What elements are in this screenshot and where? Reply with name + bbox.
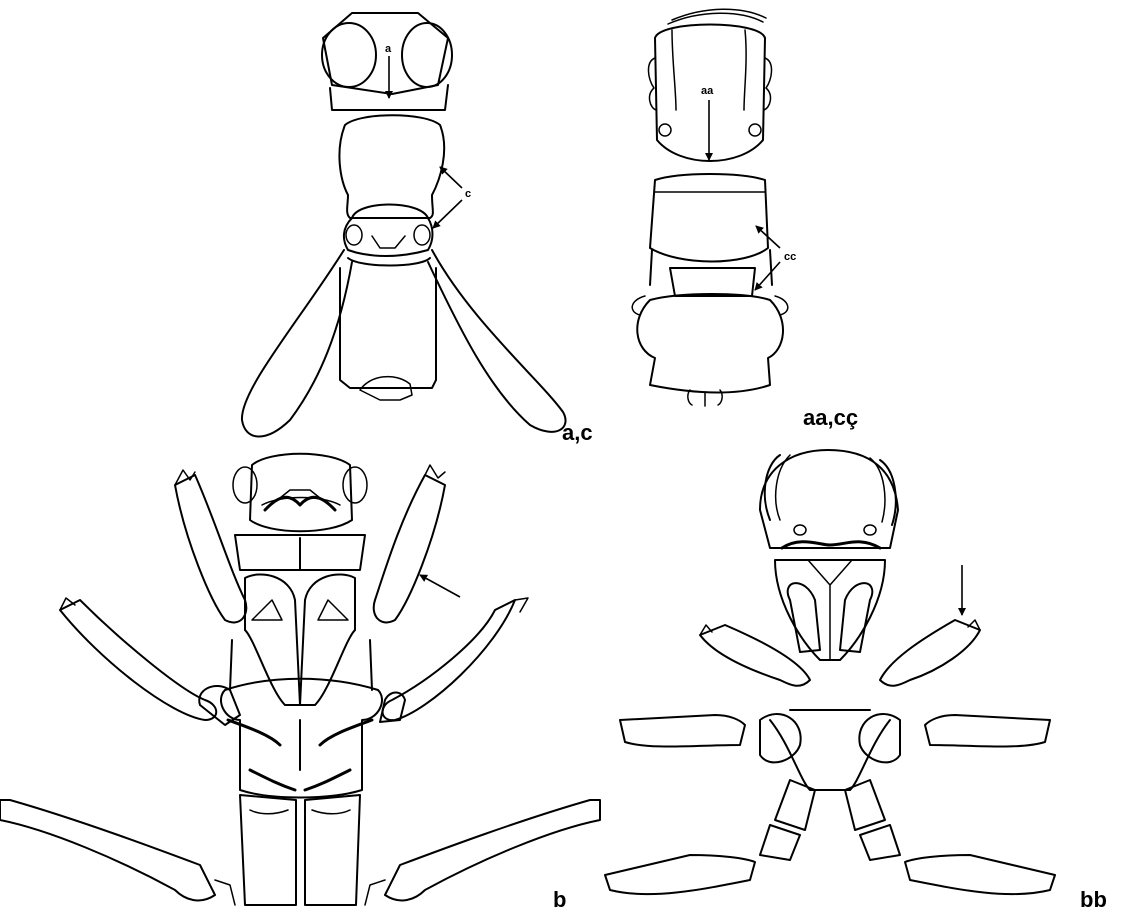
head-ventral-bb: [760, 450, 898, 548]
pointer-label-cc: cc: [784, 251, 796, 263]
panel-label-aa-cc: aa,cç: [803, 405, 858, 430]
thorax-and-wing-pads: [242, 115, 566, 436]
panel-aa-cc: aa cc aa,cç: [632, 9, 858, 430]
pointer-arrow-b: [420, 575, 460, 597]
thorax-larva: [632, 174, 788, 406]
pointer-arrows-a-c: [389, 56, 462, 228]
panel-label-a-c: a,c: [562, 420, 593, 445]
legs-bb: [605, 620, 1055, 894]
panel-a-c: a c a,c: [242, 13, 593, 445]
thorax-ventral: [221, 535, 382, 905]
panel-label-bb: bb: [1080, 887, 1107, 911]
head-capsule: [322, 13, 452, 110]
pointer-label-aa: aa: [701, 85, 714, 97]
pointer-label-a: a: [385, 43, 392, 55]
panel-bb: bb: [605, 450, 1107, 911]
thorax-ventral-bb: [770, 560, 890, 790]
head-ventral: [233, 454, 367, 532]
panel-label-b: b: [553, 887, 566, 911]
pointer-label-c: c: [465, 188, 471, 200]
panel-b: b: [0, 454, 600, 911]
